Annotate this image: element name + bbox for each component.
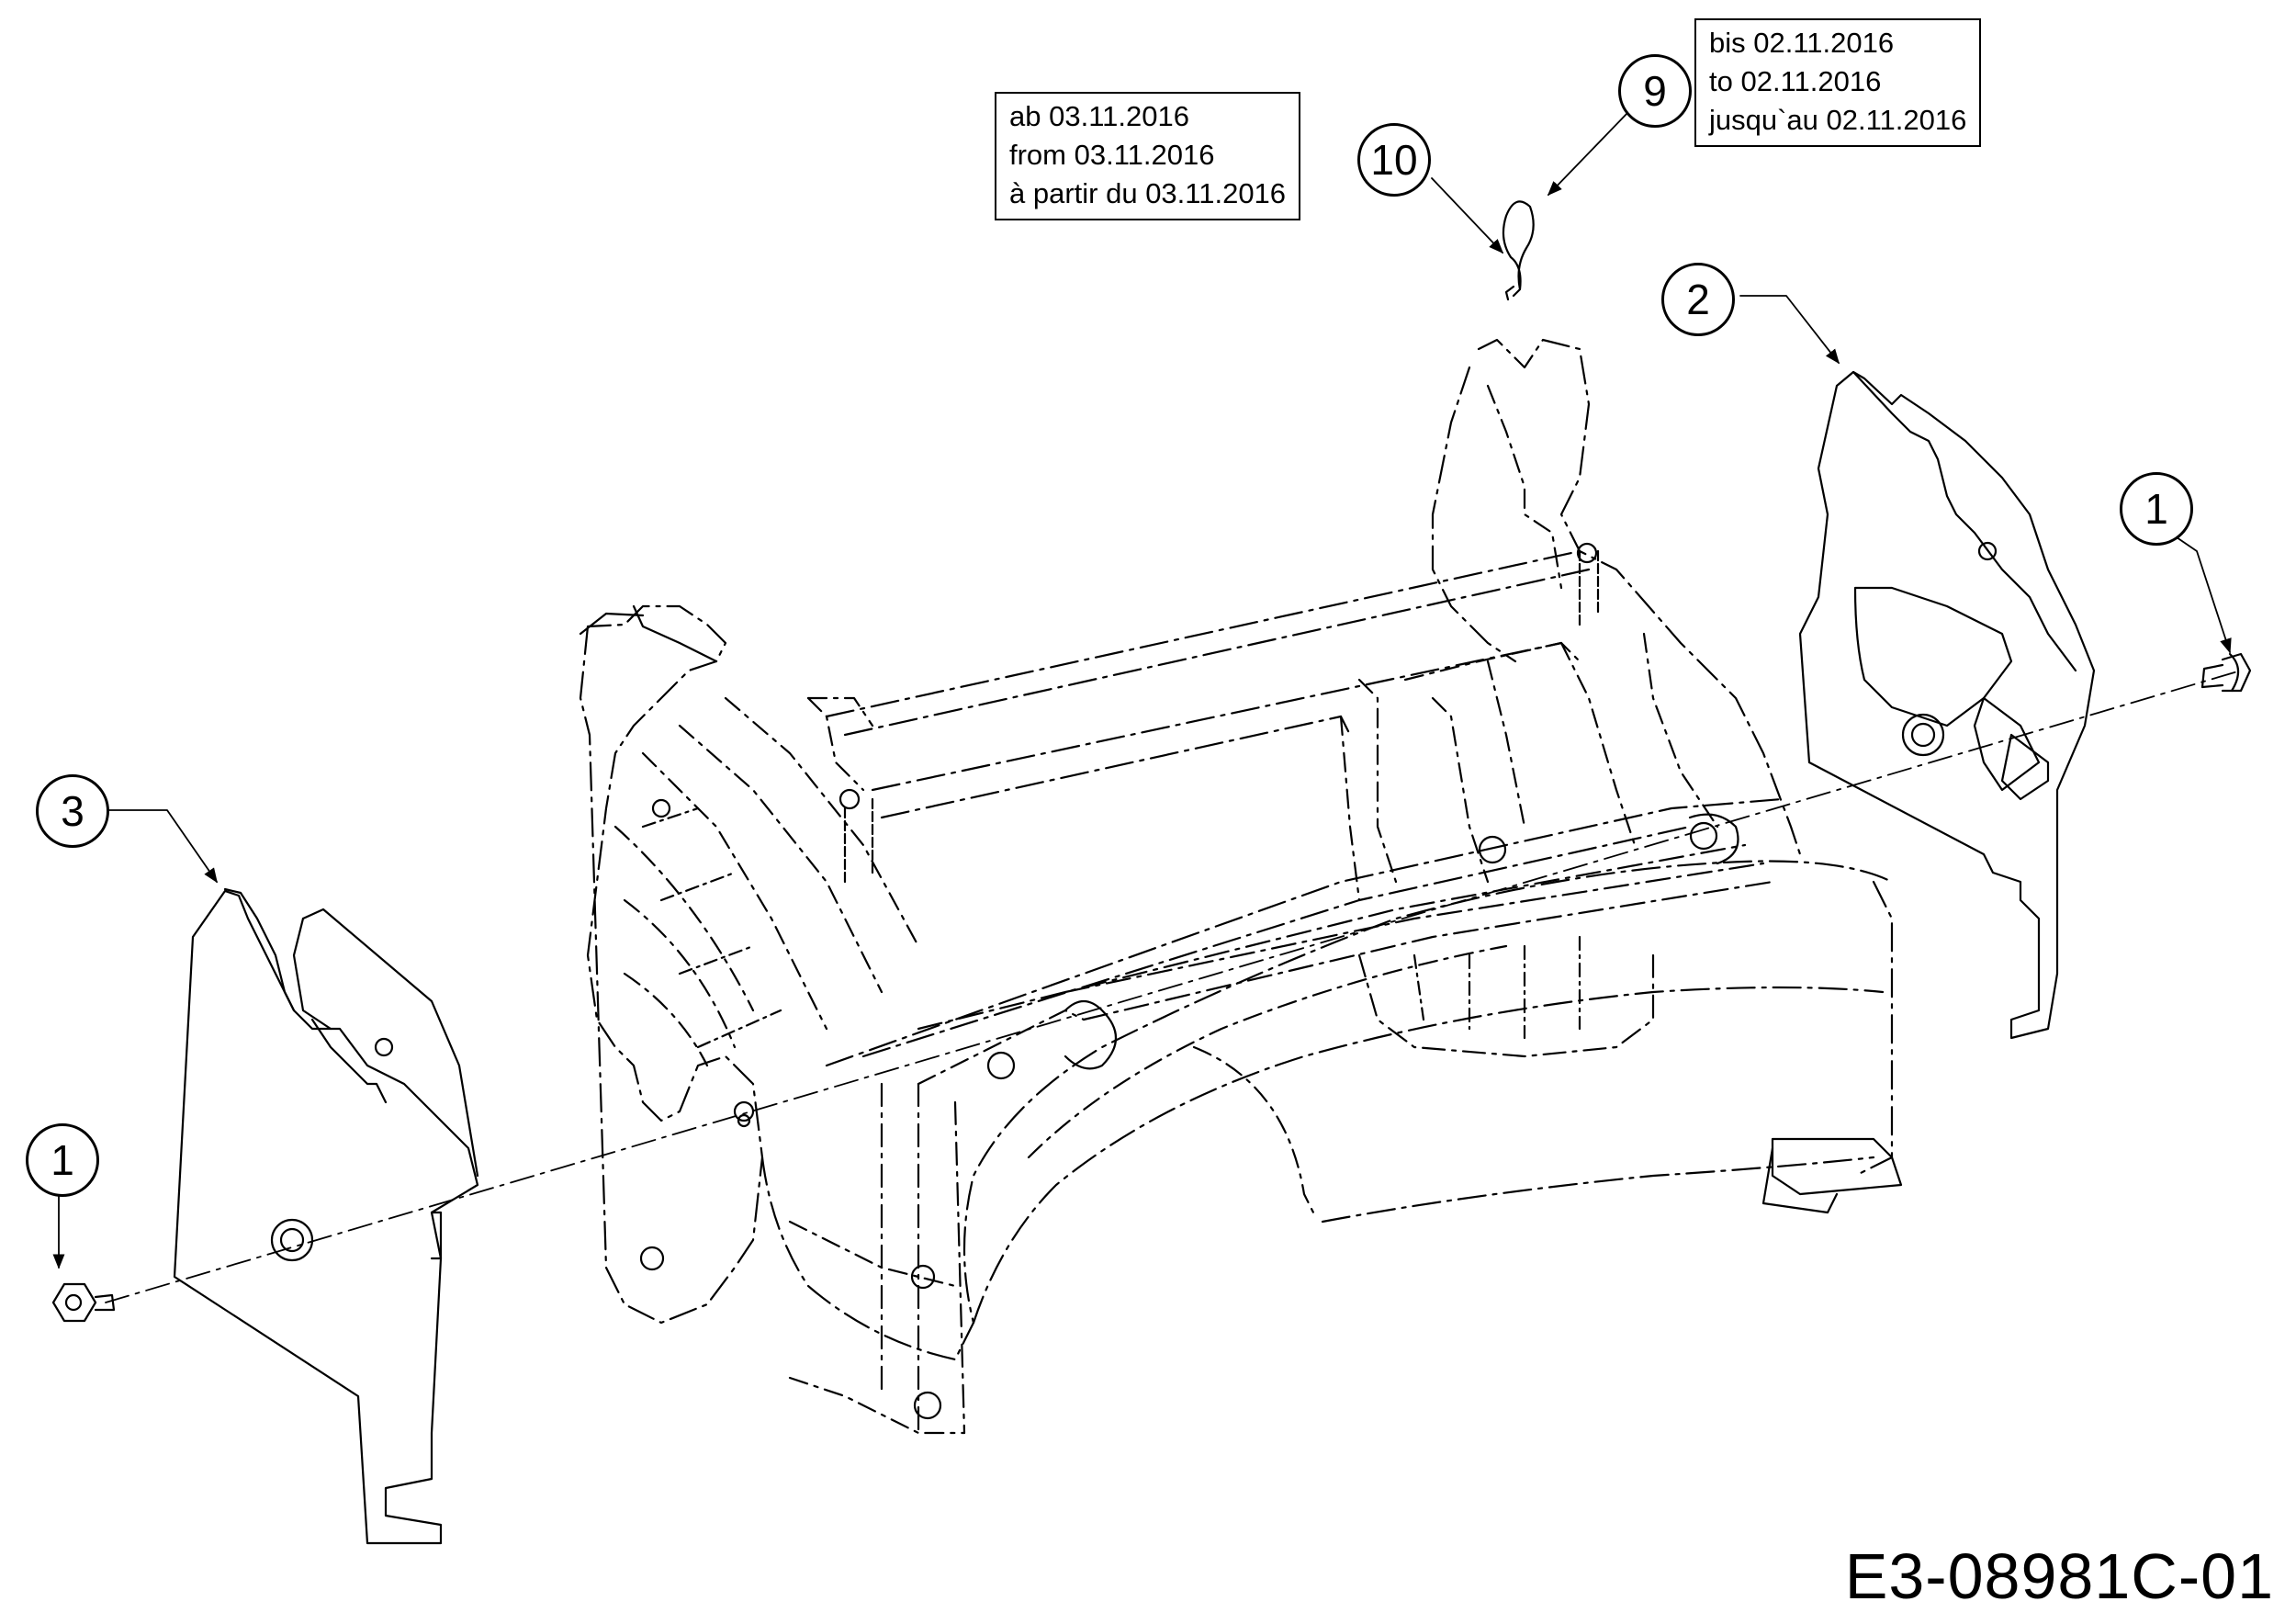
- bolt-right: [2200, 652, 2252, 693]
- callout-part-2: 2: [1661, 263, 1735, 336]
- spring-clip: [1502, 200, 1535, 301]
- right-cover-plate: [1798, 370, 2096, 1040]
- until-date-line-fr: jusqu`au 02.11.2016: [1709, 104, 1967, 136]
- assembly-axis-lines: [105, 670, 2242, 1303]
- leader-lines: [52, 111, 2232, 1269]
- housing-frame: [579, 338, 1903, 1435]
- callout-part-10: 10: [1357, 123, 1431, 197]
- bolt-left: [51, 1282, 116, 1323]
- until-date-note: bis 02.11.2016 to 02.11.2016 jusqu`au 02…: [1694, 18, 1982, 147]
- until-date-line-en: to 02.11.2016: [1709, 65, 1882, 97]
- from-date-line-de: ab 03.11.2016: [1009, 100, 1189, 132]
- left-cover-plate: [173, 887, 479, 1545]
- callout-part-9: 9: [1618, 54, 1692, 128]
- callout-part-1-left: 1: [26, 1123, 99, 1197]
- from-date-note: ab 03.11.2016 from 03.11.2016 à partir d…: [995, 92, 1301, 220]
- callout-part-3: 3: [36, 774, 109, 848]
- until-date-line-de: bis 02.11.2016: [1709, 27, 1895, 59]
- from-date-line-en: from 03.11.2016: [1009, 139, 1215, 171]
- from-date-line-fr: à partir du 03.11.2016: [1009, 177, 1287, 209]
- callout-part-1-right: 1: [2120, 472, 2193, 546]
- drawing-code: E3-08981C-01: [1844, 1540, 2274, 1612]
